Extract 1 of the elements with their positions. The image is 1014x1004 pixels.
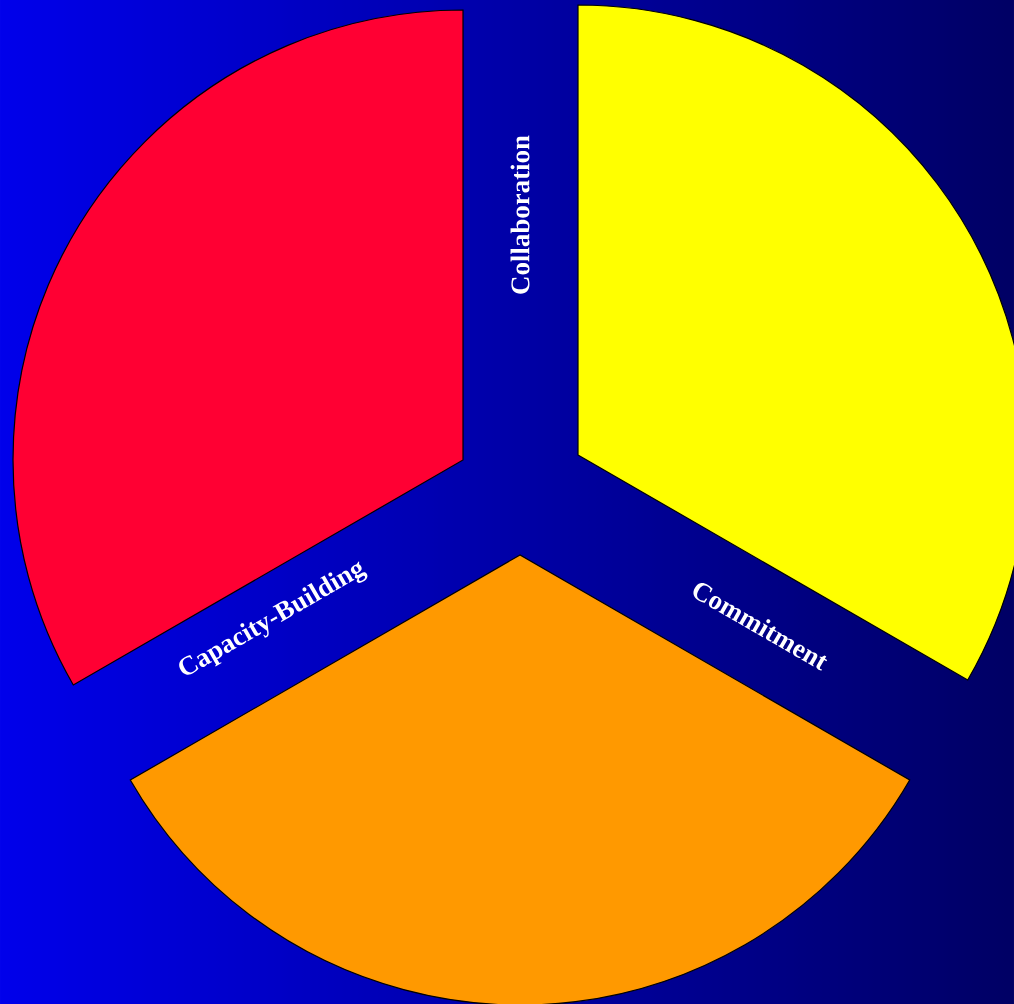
segment-label: Collaboration	[510, 135, 530, 294]
